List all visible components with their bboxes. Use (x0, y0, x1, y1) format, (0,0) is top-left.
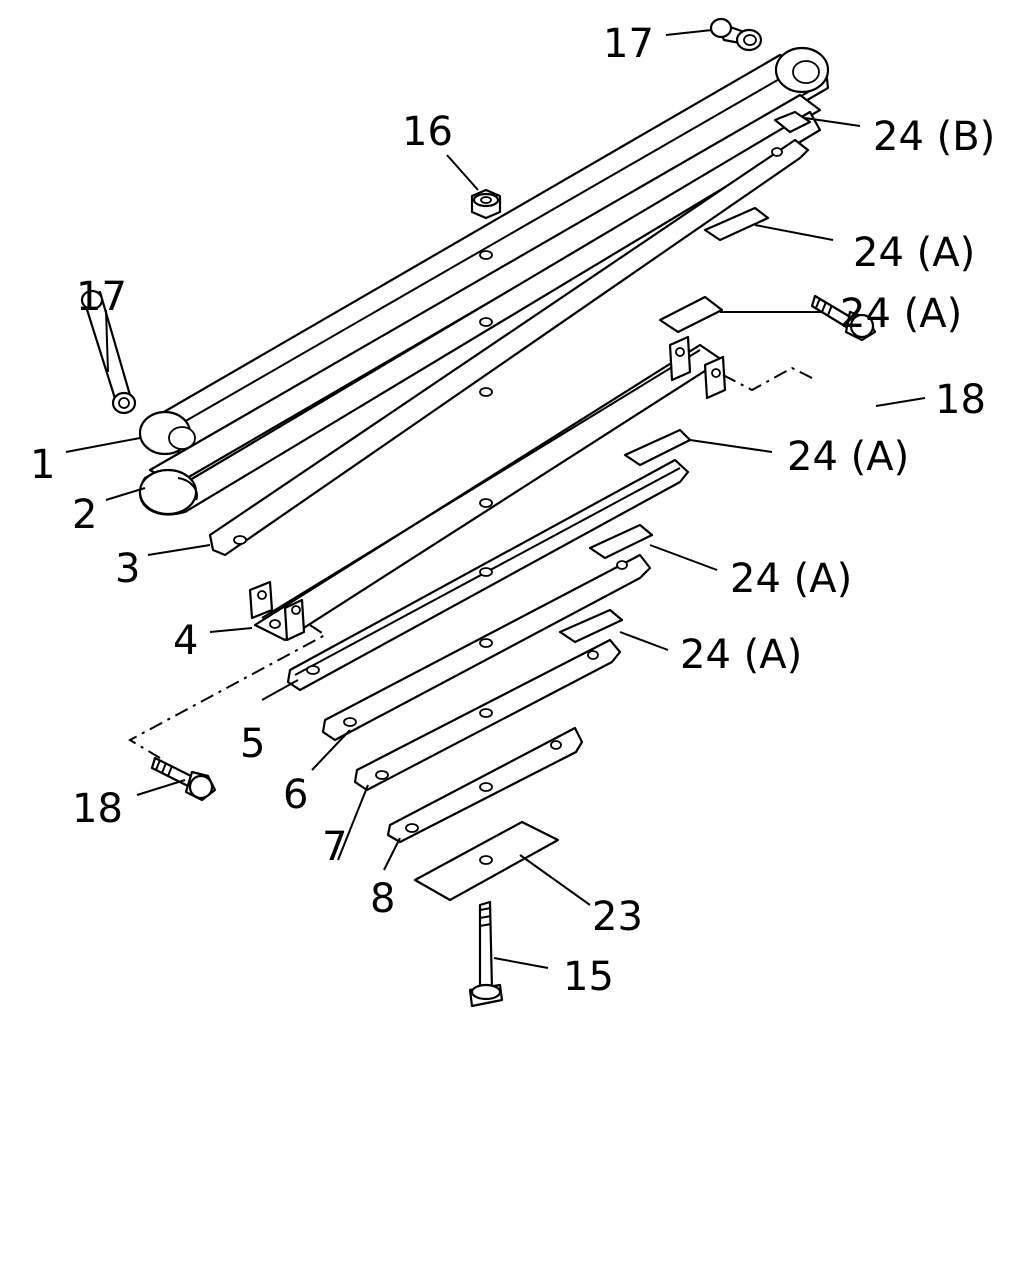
label-24a-4: 24 (A) (730, 556, 852, 602)
leaf-4 (248, 335, 727, 642)
spacer-23 (413, 820, 560, 902)
label-17-left: 17 (76, 274, 127, 320)
leaf-7 (353, 608, 624, 792)
nut-16 (470, 188, 502, 220)
label-4: 4 (173, 618, 198, 664)
bolt-18-right (810, 294, 877, 342)
label-23: 23 (592, 894, 643, 940)
label-18-left: 18 (72, 786, 123, 832)
label-8: 8 (370, 876, 395, 922)
bolt-18-left (150, 756, 217, 802)
main-leaf-1 (138, 46, 830, 457)
label-18-right: 18 (935, 377, 986, 423)
label-24a-5: 24 (A) (680, 632, 802, 678)
insert-24b (773, 110, 812, 134)
label-15: 15 (563, 954, 614, 1000)
leaf-5 (286, 428, 692, 692)
label-24a-2: 24 (A) (840, 291, 962, 337)
leaf-8 (386, 726, 584, 844)
center-bolt-15 (468, 900, 504, 1008)
label-24a-3: 24 (A) (787, 434, 909, 480)
leader-lines (65, 29, 926, 969)
label-24a-1: 24 (A) (853, 230, 975, 276)
label-1: 1 (30, 442, 55, 488)
second-leaf-2 (138, 93, 822, 516)
leaf-3 (208, 138, 810, 557)
label-7: 7 (322, 824, 347, 870)
label-3: 3 (115, 546, 140, 592)
insert-24a-2 (658, 295, 724, 334)
label-5: 5 (240, 721, 265, 767)
label-17-top: 17 (603, 21, 654, 67)
leaf-6 (321, 523, 654, 742)
label-2: 2 (72, 492, 97, 538)
insert-24a-1 (703, 206, 770, 242)
label-6: 6 (283, 772, 308, 818)
label-16: 16 (402, 109, 453, 155)
label-24b: 24 (B) (873, 114, 995, 160)
bushing-17-top (709, 17, 763, 52)
part-labels: 17 16 24 (B) 24 (A) 17 24 (A) 18 1 24 (A… (30, 21, 995, 1000)
